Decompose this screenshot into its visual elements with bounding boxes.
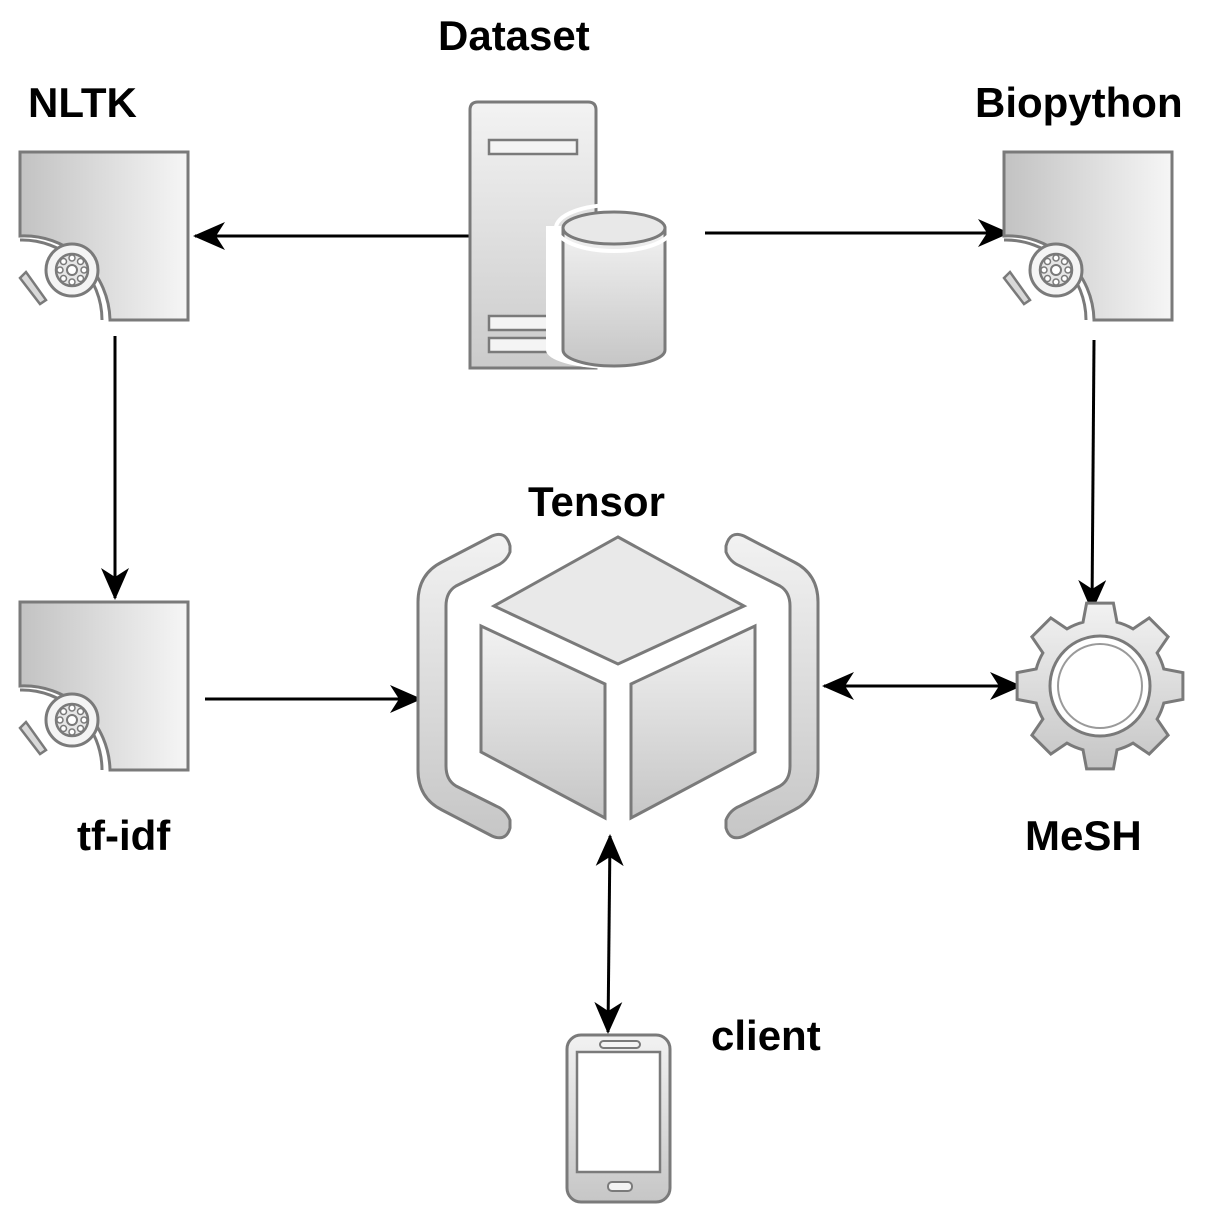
hard-disk-icon [1002, 150, 1174, 322]
hard-disk-icon [18, 150, 190, 322]
client-label: client [711, 1012, 821, 1059]
gear-icon [1015, 601, 1185, 771]
dataset-label: Dataset [438, 12, 590, 59]
mesh-label: MeSH [1025, 812, 1142, 859]
hard-disk-icon [18, 600, 190, 772]
tensor-label: Tensor [528, 478, 665, 525]
edge-biopython-to-mesh [1078, 339, 1107, 612]
biopython-label: Biopython [975, 79, 1183, 126]
bracketed-cube-icon [416, 532, 820, 840]
nltk-label: NLTK [28, 79, 137, 126]
tfidf-label: tf-idf [77, 812, 171, 859]
edge-tensor-client [594, 834, 624, 1034]
mobile-phone-icon [565, 1033, 672, 1204]
server-database-icon [468, 100, 680, 370]
